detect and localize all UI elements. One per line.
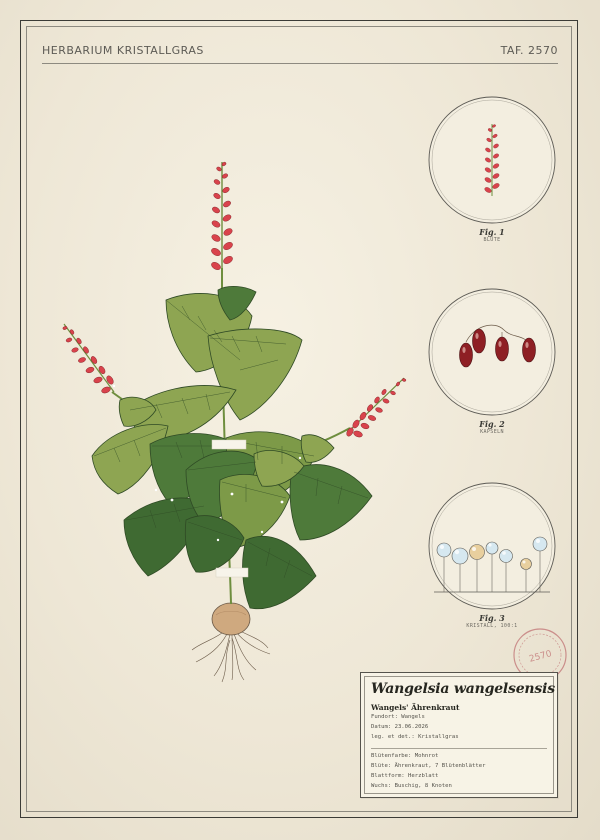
figure-1-circle bbox=[428, 96, 556, 224]
crystal-sparkles bbox=[112, 384, 302, 542]
figure-1-subtitle: BLÜTE bbox=[483, 237, 501, 243]
label-flower-type: Blüte: Ährenkraut, 7 Blütenblätter bbox=[371, 763, 486, 769]
label-inner-border bbox=[364, 676, 554, 794]
label-collector: leg. et det.: Kristallgras bbox=[371, 734, 459, 740]
label-flower-color: Blütenfarbe: Mohnrot bbox=[371, 753, 439, 759]
leaf-cluster bbox=[91, 286, 373, 610]
root-bulb bbox=[211, 602, 251, 636]
label-rule bbox=[371, 748, 547, 749]
root-system bbox=[191, 629, 271, 683]
label-leaf-shape: Blattform: Herzblatt bbox=[371, 773, 439, 779]
specimen-tape-lower bbox=[215, 567, 249, 578]
stamp-text: 2570 bbox=[528, 649, 553, 665]
flower-spike-top bbox=[211, 162, 233, 272]
plate-number: TAF. 2570 bbox=[500, 44, 558, 57]
scientific-name: Wangelsia wangelsensis bbox=[371, 681, 555, 697]
header-title: HERBARIUM KRISTALLGRAS bbox=[42, 44, 204, 57]
figure-3-title: Fig. 3 bbox=[479, 613, 505, 623]
figure-2-circle bbox=[428, 288, 556, 416]
label-growth: Wuchs: Buschig, 8 Knoten bbox=[371, 783, 452, 789]
flower-spike-left bbox=[62, 323, 115, 394]
flower-spike-right bbox=[346, 377, 407, 438]
label-date: Datum: 23.06.2026 bbox=[371, 724, 429, 730]
figure-3-circle bbox=[428, 482, 556, 610]
figure-2-subtitle: KAPSELN bbox=[480, 429, 504, 435]
header-rule bbox=[42, 63, 558, 64]
inner-frame bbox=[26, 26, 572, 812]
common-name: Wangels' Ährenkraut bbox=[371, 703, 460, 712]
label-locality: Fundort: Wangels bbox=[371, 714, 425, 720]
figure-1-title: Fig. 1 bbox=[479, 227, 505, 237]
bulb-highlight bbox=[215, 610, 247, 616]
outer-frame bbox=[20, 20, 578, 818]
figure-3-subtitle: KRISTALL, 100:1 bbox=[466, 623, 518, 629]
leaf-veins bbox=[93, 299, 369, 579]
figure-2-title: Fig. 2 bbox=[479, 419, 505, 429]
specimen-label: Wangelsia wangelsensis Wangels' Ährenkra… bbox=[360, 672, 558, 798]
specimen-tape-upper bbox=[211, 439, 247, 450]
